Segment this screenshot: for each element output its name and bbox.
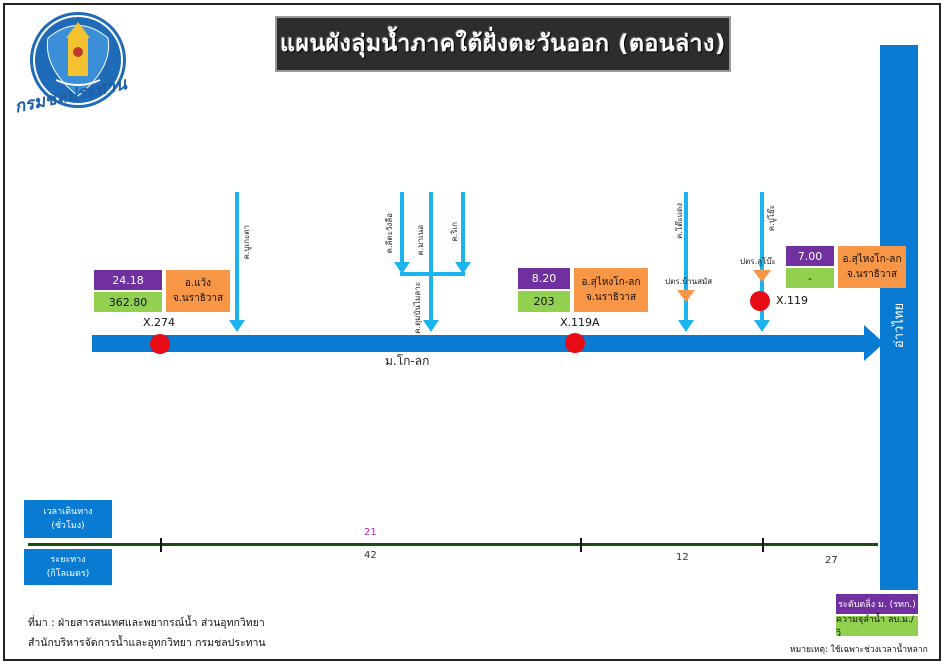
tributary-line [429, 192, 433, 322]
timeline-line [28, 543, 878, 546]
legend-level: ระดับตลิ่ง ม. (รทก.) [836, 594, 918, 614]
tributary-arrow-head [229, 320, 245, 332]
province: จ.นราธิวาส [172, 293, 224, 304]
level-value: 24.18 [94, 270, 162, 290]
source-line-2: สำนักบริหารจัดการน้ำและอุทกวิทยา กรมชลปร… [28, 637, 266, 649]
tributary-line [461, 192, 465, 262]
tributary-label: ค.ตุมบันไมลาะ [413, 282, 422, 334]
river-name: ม.โก-ลก [385, 354, 430, 368]
province: จ.นราธิวาส [846, 269, 898, 280]
timeline-tick [762, 538, 764, 552]
source-line-1: ที่มา : ฝ่ายสารสนเทศและพยากรณ์น้ำ ส่วนอุ… [28, 617, 265, 629]
district: อ.สุไหงโก-ลก [581, 277, 641, 288]
timeline-tick [580, 538, 582, 552]
tributary-label: ค.มาเนอ [416, 225, 425, 256]
tributary-label: ค.บูเกะตา [242, 225, 251, 260]
tributary-arrow-head [394, 262, 410, 274]
level-value: 7.00 [786, 246, 834, 266]
tributary-line [235, 192, 239, 322]
tributary-label: ค.ลีตะวังลือ [385, 213, 394, 254]
station-marker [750, 291, 770, 311]
tributary-arrow-head [423, 320, 439, 332]
district: อ.แว้ง [184, 278, 212, 289]
diagram-frame [3, 3, 941, 661]
timeline-tick [160, 538, 162, 552]
station-location: อ.สุไหงโก-ลก จ.นราธิวาส [838, 246, 906, 288]
station-marker [565, 333, 585, 353]
legend-text: (กิโลเมตร) [46, 569, 90, 579]
capacity-value: 203 [518, 291, 570, 312]
gate-label: ปตร.ลูโบ๊ะ [740, 257, 776, 266]
tributary-label: ค.ปูโย๊ะ [767, 205, 776, 232]
travel-time-legend: เวลาเดินทาง (ชั่วโมง) [24, 500, 112, 538]
tributary-line [760, 192, 764, 322]
tributary-line [400, 192, 404, 262]
legend-text: ระยะทาง [50, 554, 86, 565]
travel-time-value: 21 [364, 527, 377, 538]
tributary-arrow-head [678, 320, 694, 332]
tributary-connector [400, 272, 465, 276]
distance-legend: ระยะทาง (กิโลเมตร) [24, 549, 112, 585]
gulf-of-thailand-bar [880, 45, 918, 590]
capacity-value: 362.80 [94, 292, 162, 312]
page-title: แผนผังลุ่มน้ำภาคใต้ฝั่งตะวันออก (ตอนล่าง… [275, 16, 731, 72]
gate-icon [677, 290, 695, 302]
station-code: X.274 [143, 316, 176, 329]
capacity-value: - [786, 268, 834, 288]
gate-icon [753, 270, 771, 282]
distance-value: 27 [825, 555, 838, 566]
legend-text: (ชั่วโมง) [51, 521, 85, 531]
station-marker [150, 334, 170, 354]
tributary-line [684, 192, 688, 322]
footnote: หมายเหตุ: ใช้เฉพาะช่วงเวลาน้ำหลาก [790, 645, 928, 655]
gate-label: ปตร.บ้านสมัส [665, 277, 713, 286]
station-location: อ.แว้ง จ.นราธิวาส [166, 270, 230, 312]
level-value: 8.20 [518, 268, 570, 289]
station-code: X.119 [776, 294, 809, 307]
distance-value: 12 [676, 552, 689, 563]
river-arrow-head [864, 325, 884, 361]
province: จ.นราธิวาส [585, 292, 637, 303]
distance-value: 42 [364, 550, 377, 561]
main-river [92, 335, 867, 352]
tributary-label: ค.โต๊ะแดง [675, 203, 684, 239]
rid-logo [30, 12, 126, 108]
district: อ.สุไหงโก-ลก [842, 254, 902, 265]
tributary-arrow-head [455, 262, 471, 274]
tributary-arrow-head [754, 320, 770, 332]
gulf-label: อ่าวไทย [892, 302, 908, 348]
station-location: อ.สุไหงโก-ลก จ.นราธิวาส [574, 268, 648, 312]
legend-text: เวลาเดินทาง [43, 506, 93, 517]
tributary-label: ค.ริเก [450, 222, 459, 242]
station-code: X.119A [560, 316, 600, 329]
legend-capacity: ความจุลำน้ำ ลบ.ม./วิ [836, 615, 918, 639]
